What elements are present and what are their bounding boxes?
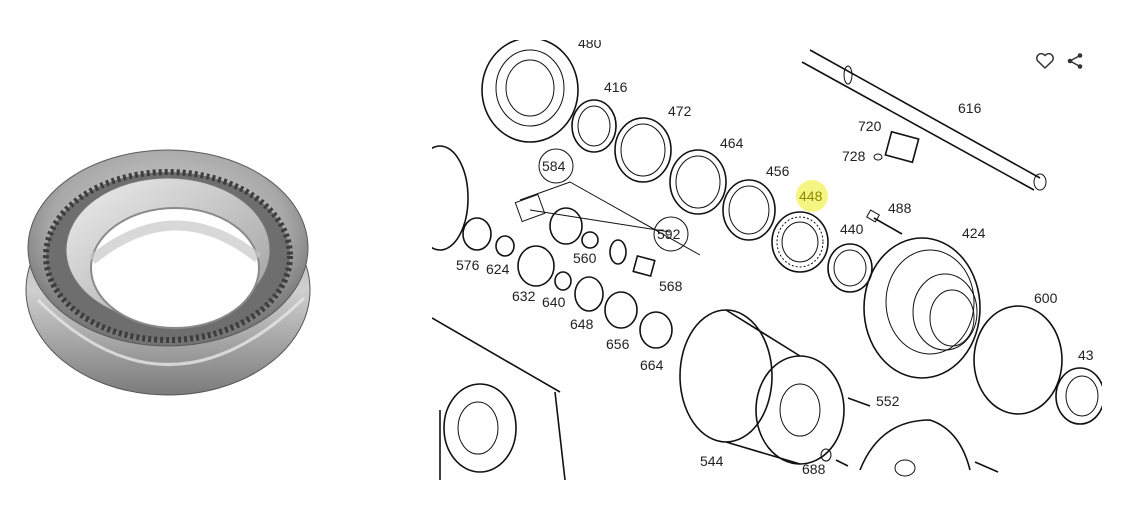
label-648[interactable]: 648 [570, 316, 594, 332]
label-440[interactable]: 440 [840, 221, 864, 237]
share-button[interactable] [1064, 50, 1086, 72]
image-actions [1034, 50, 1086, 72]
exploded-parts-diagram: 480 416 472 464 456 448 440 488 [432, 40, 1102, 480]
label-472[interactable]: 472 [668, 103, 692, 119]
label-568[interactable]: 568 [659, 278, 683, 294]
label-560[interactable]: 560 [573, 250, 597, 266]
label-488[interactable]: 488 [888, 200, 912, 216]
label-544[interactable]: 544 [700, 453, 724, 469]
label-43[interactable]: 43 [1078, 347, 1094, 363]
label-424[interactable]: 424 [962, 225, 986, 241]
label-728[interactable]: 728 [842, 148, 866, 164]
heart-icon [1036, 52, 1054, 69]
label-552[interactable]: 552 [876, 393, 900, 409]
label-448[interactable]: 448 [799, 188, 823, 204]
label-576[interactable]: 576 [456, 257, 480, 273]
label-616[interactable]: 616 [958, 100, 982, 116]
favorite-button[interactable] [1034, 50, 1056, 72]
tapered-roller-bearing-image [25, 149, 311, 396]
part-480-ring [481, 40, 579, 143]
label-624[interactable]: 624 [486, 261, 510, 277]
label-600[interactable]: 600 [1034, 290, 1058, 306]
label-480[interactable]: 480 [578, 40, 602, 51]
label-632[interactable]: 632 [512, 288, 536, 304]
label-464[interactable]: 464 [720, 135, 744, 151]
label-416[interactable]: 416 [604, 79, 628, 95]
label-720[interactable]: 720 [858, 118, 882, 134]
label-656[interactable]: 656 [606, 336, 630, 352]
label-688[interactable]: 688 [802, 461, 826, 477]
label-640[interactable]: 640 [542, 294, 566, 310]
bearing-product-image [20, 130, 320, 410]
label-592[interactable]: 592 [657, 226, 681, 242]
label-664[interactable]: 664 [640, 357, 664, 373]
share-icon [1067, 53, 1083, 69]
label-584[interactable]: 584 [542, 158, 566, 174]
highlight-448 [796, 180, 828, 212]
label-456[interactable]: 456 [766, 163, 790, 179]
